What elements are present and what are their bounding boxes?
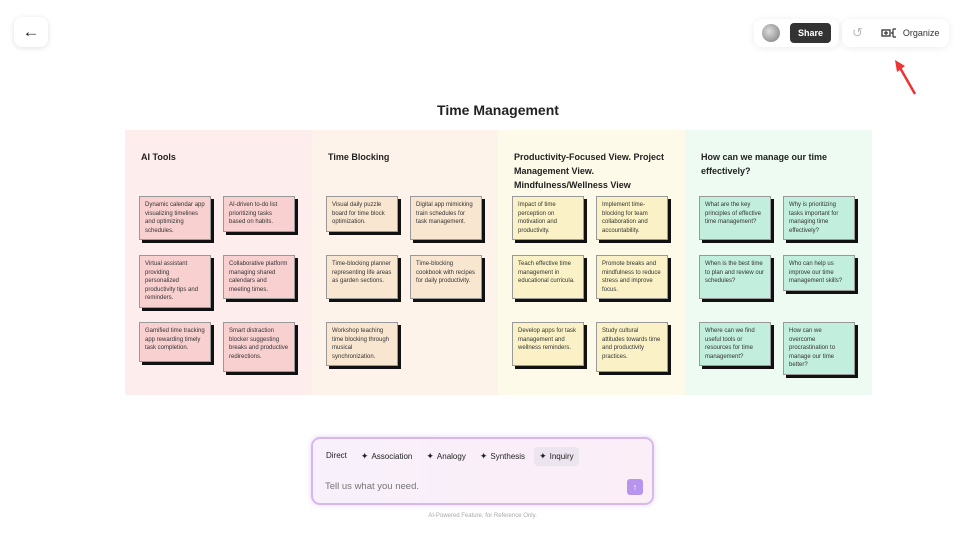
column-title: Productivity-Focused View. Project Manag… xyxy=(514,152,665,190)
arrow-up-icon: ↑ xyxy=(632,482,638,492)
back-button[interactable]: ← xyxy=(14,17,48,47)
disclaimer: AI-Powered Feature, for Reference Only. xyxy=(428,513,537,519)
sticky-note[interactable]: AI-driven to-do list prioritizing tasks … xyxy=(223,196,295,232)
sparkle-icon: ✦ xyxy=(426,451,434,461)
sparkle-icon: ✦ xyxy=(479,451,488,461)
send-button[interactable]: ↑ xyxy=(627,479,643,495)
sticky-note[interactable]: Who can help us improve our time managem… xyxy=(783,255,855,291)
mode-label: Association xyxy=(371,452,413,461)
sticky-note[interactable]: Smart distraction blocker suggesting bre… xyxy=(223,322,295,372)
mode-tab-association[interactable]: ✦Association xyxy=(356,447,417,466)
mode-label: Direct xyxy=(326,451,347,460)
sticky-note[interactable]: Time-blocking cookbook with recipes for … xyxy=(410,255,482,299)
sticky-note[interactable]: How can we overcome procrastination to m… xyxy=(783,322,855,375)
sticky-note[interactable]: Implement time-blocking for team collabo… xyxy=(596,196,668,241)
share-group: Share xyxy=(754,19,840,47)
tools-group: ↺ Organize xyxy=(842,19,950,47)
column-title: AI Tools xyxy=(141,152,176,162)
sticky-note[interactable]: Dynamic calendar app visualizing timelin… xyxy=(139,196,211,241)
sticky-note[interactable]: Develop apps for task management and wel… xyxy=(512,322,584,366)
sticky-note[interactable]: Virtual assistant providing personalized… xyxy=(139,255,211,308)
sticky-note[interactable]: Digital app mimicking train schedules fo… xyxy=(410,196,482,240)
sticky-note[interactable]: Promote breaks and mindfulness to reduce… xyxy=(596,255,668,300)
chat-box: Direct✦Association✦Analogy✦Synthesis✦Inq… xyxy=(311,437,654,505)
column-title: How can we manage our time effectively? xyxy=(701,152,828,176)
sticky-note[interactable]: Gamified time tracking app rewarding tim… xyxy=(139,322,211,362)
sticky-note[interactable]: Teach effective time management in educa… xyxy=(512,255,584,299)
mode-label: Inquiry xyxy=(549,452,574,461)
organize-icon xyxy=(881,28,896,38)
sticky-note[interactable]: Workshop teaching time blocking through … xyxy=(326,322,398,367)
mode-label: Synthesis xyxy=(490,452,526,461)
mode-tab-direct[interactable]: Direct xyxy=(321,447,352,466)
mode-tab-inquiry[interactable]: ✦Inquiry xyxy=(534,447,579,466)
sparkle-icon: ✦ xyxy=(539,451,547,461)
column-2: Productivity-Focused View. Project Manag… xyxy=(498,130,685,395)
sticky-note[interactable]: Time-blocking planner representing life … xyxy=(326,255,398,299)
arrow-left-icon: ← xyxy=(22,22,40,41)
sticky-note[interactable]: Impact of time perception on motivation … xyxy=(512,196,584,241)
column-3: How can we manage our time effectively? W… xyxy=(685,130,872,395)
sticky-note[interactable]: Visual daily puzzle board for time block… xyxy=(326,196,398,232)
column-title: Time Blocking xyxy=(328,152,390,162)
sticky-note[interactable]: Where can we find useful tools or resour… xyxy=(699,322,771,367)
avatar[interactable] xyxy=(762,24,780,42)
sticky-note[interactable]: What are the key principles of effective… xyxy=(699,196,771,240)
sticky-note[interactable]: Study cultural attitudes towards time an… xyxy=(596,322,668,372)
mode-tab-analogy[interactable]: ✦Analogy xyxy=(421,447,470,466)
sparkle-icon: ✦ xyxy=(360,451,369,461)
sticky-note[interactable]: Collaborative platform managing shared c… xyxy=(223,255,295,300)
sticky-note[interactable]: Why is prioritizing tasks important for … xyxy=(783,196,855,241)
organize-button[interactable]: Organize xyxy=(881,27,939,39)
mode-label: Analogy xyxy=(436,452,466,461)
page-title: Time Management xyxy=(437,102,559,118)
mode-tabs: Direct✦Association✦Analogy✦Synthesis✦Inq… xyxy=(321,447,579,466)
annotation-arrow-icon xyxy=(895,60,917,95)
share-button[interactable]: Share xyxy=(790,23,832,43)
prompt-input[interactable] xyxy=(325,481,615,492)
mode-tab-synthesis[interactable]: ✦Synthesis xyxy=(475,447,530,466)
history-icon[interactable]: ↺ xyxy=(852,25,863,40)
sticky-note[interactable]: When is the best time to plan and review… xyxy=(699,255,771,299)
